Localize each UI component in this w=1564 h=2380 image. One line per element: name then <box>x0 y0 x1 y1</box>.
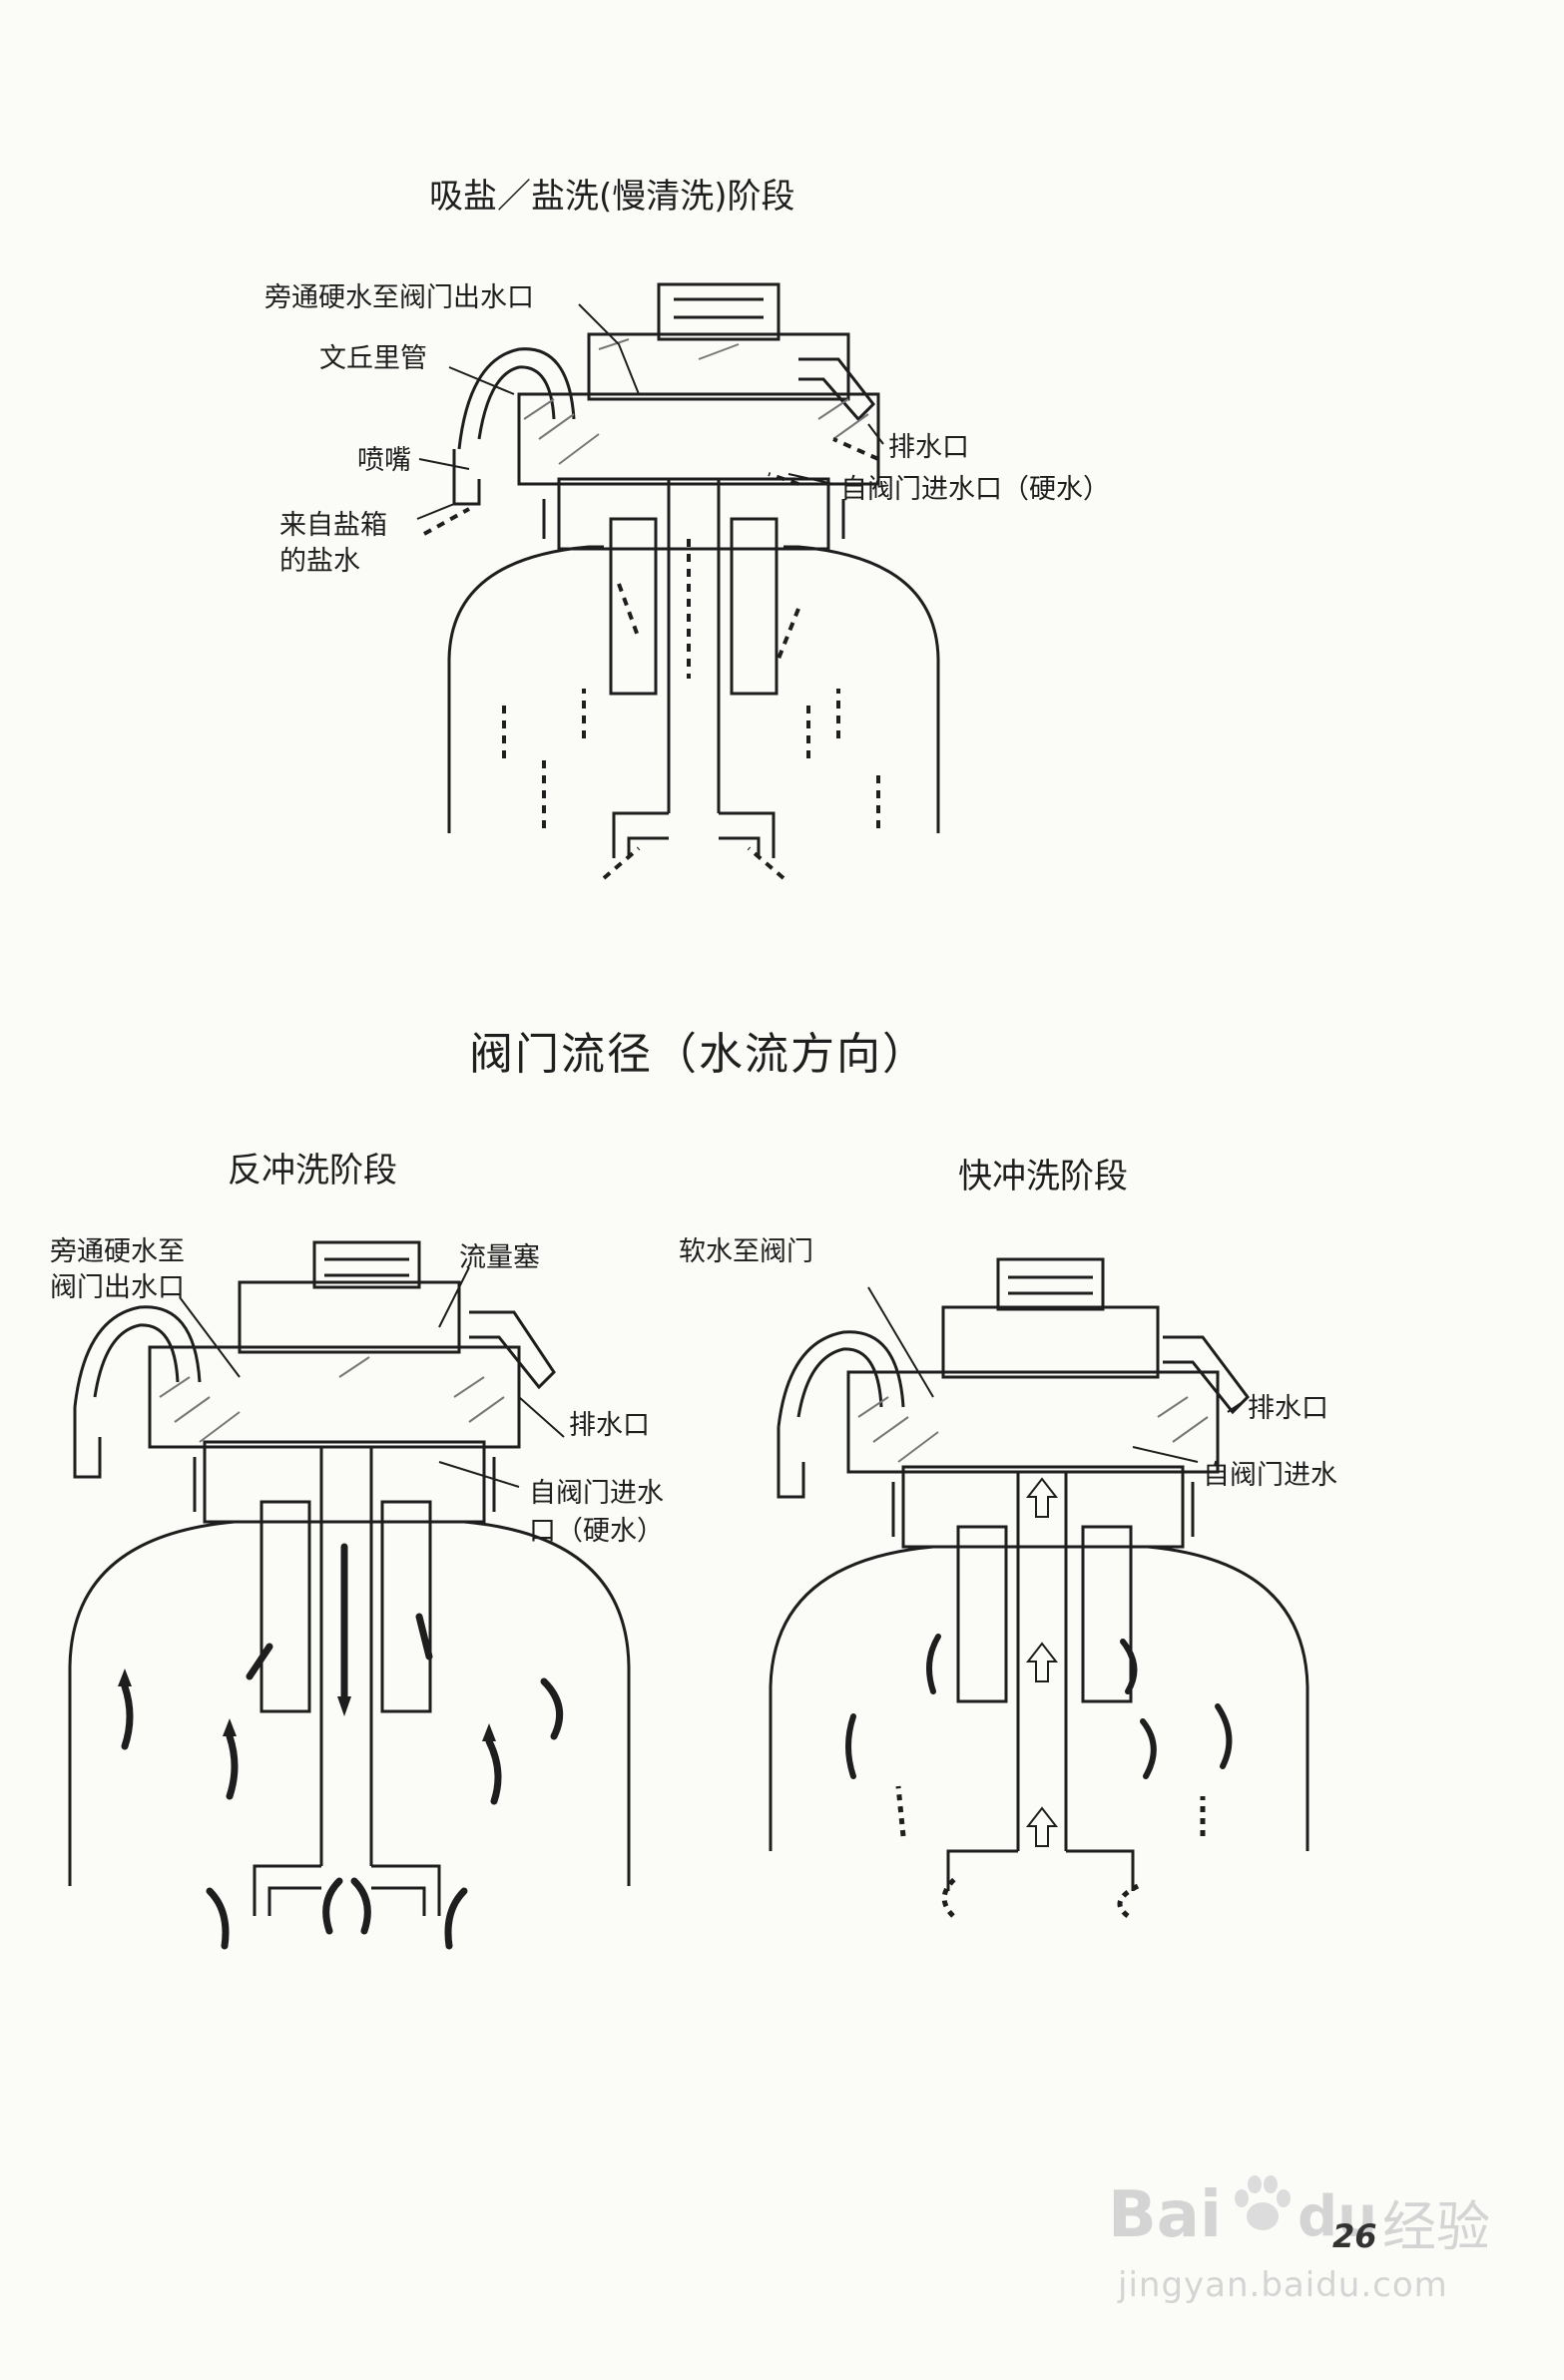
watermark-brand: Bai <box>1108 2178 1222 2252</box>
rapid-rinse-title: 快冲洗阶段 <box>958 1157 1128 1196</box>
backwash-bypass-label-2: 阀门出水口 <box>50 1272 185 1303</box>
rapid-rinse-drain-label: 排水口 <box>1248 1393 1328 1424</box>
bypass-hard-water-label: 旁通硬水至阀门出水口 <box>264 282 534 313</box>
watermark-url: jingyan.baidu.com <box>1118 2265 1448 2305</box>
page-number: 26 <box>1332 2217 1377 2255</box>
paw-icon <box>1235 2175 1291 2230</box>
valve-inlet-hard-water-label: 自阀门进水口（硬水） <box>840 474 1110 505</box>
backwash-title: 反冲洗阶段 <box>228 1151 397 1190</box>
backwash-inlet-label-2: 口（硬水） <box>529 1516 664 1547</box>
watermark-service: 经验 <box>1382 2195 1490 2258</box>
soft-water-to-valve-label: 软水至阀门 <box>679 1236 813 1267</box>
nozzle-label: 喷嘴 <box>357 445 411 476</box>
watermark-brand-du: du <box>1298 2184 1377 2249</box>
brine-stage-title: 吸盐／盐洗(慢清洗)阶段 <box>429 177 795 217</box>
drain-label: 排水口 <box>888 432 969 463</box>
backwash-drain-label: 排水口 <box>569 1410 650 1441</box>
backwash-bypass-label-1: 旁通硬水至 <box>50 1236 185 1267</box>
brine-from-tank-label-2: 的盐水 <box>279 546 360 577</box>
rapid-rinse-inlet-label: 自阀门进水 <box>1203 1460 1337 1491</box>
valve-flow-path-title: 阀门流径（水流方向） <box>469 1029 928 1080</box>
brine-from-tank-label-1: 来自盐箱 <box>279 510 387 541</box>
venturi-label: 文丘里管 <box>319 343 427 374</box>
backwash-inlet-label-1: 自阀门进水 <box>529 1478 664 1509</box>
baidu-jingyan-watermark: Bai du 经验 jingyan.baidu.com <box>1108 2170 1507 2320</box>
flow-plug-label: 流量塞 <box>459 1242 540 1273</box>
